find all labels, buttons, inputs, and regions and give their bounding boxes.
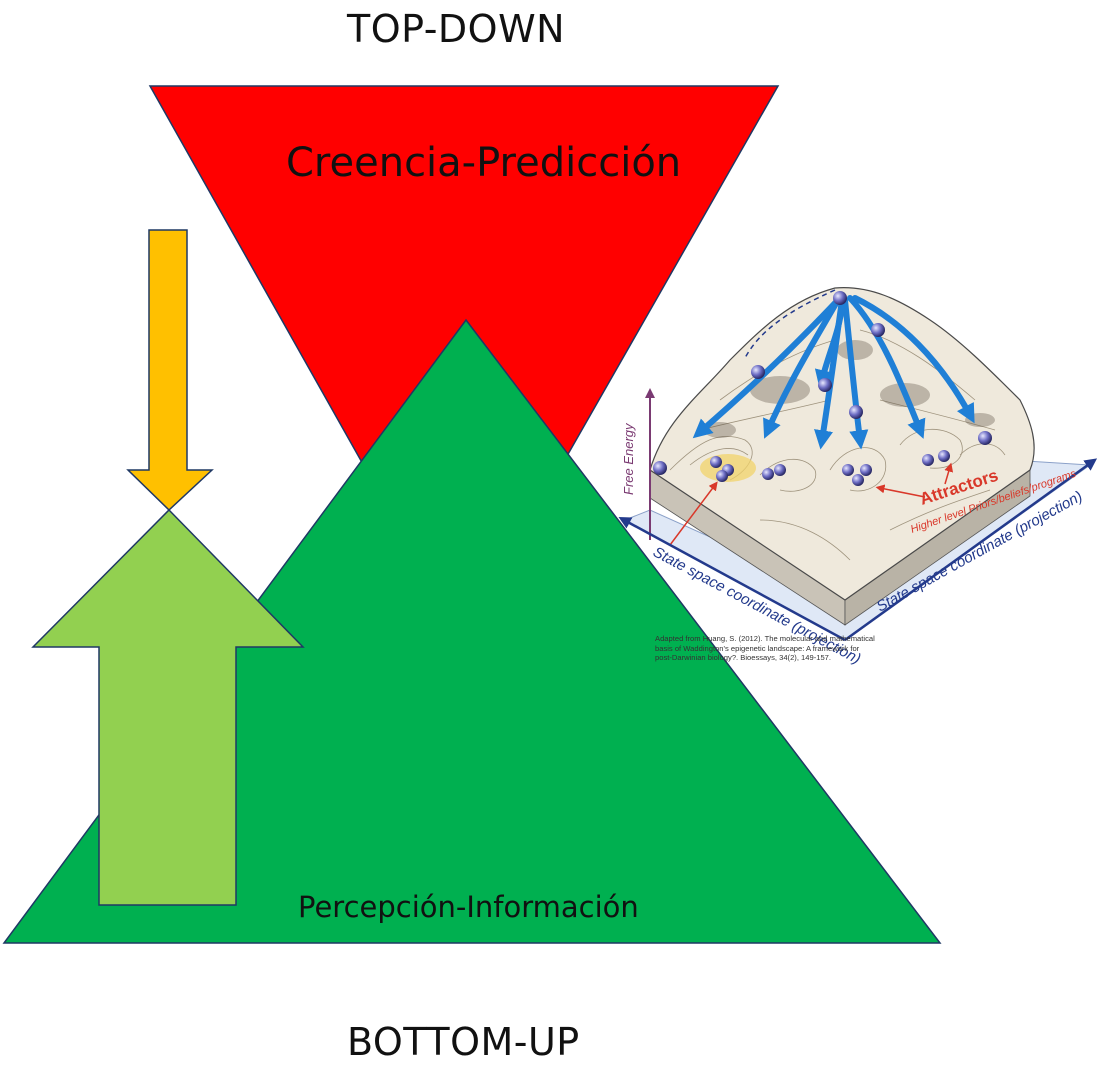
flow-arrows [692,295,975,450]
top-down-label: TOP-DOWN [347,7,566,51]
ball [860,464,872,476]
belief-prediction-label: Creencia-Predicción [286,140,682,186]
ball [710,456,722,468]
top-down-arrow [126,229,214,512]
ball [842,464,854,476]
credit-line: post-Darwinian biology?. Bioessays, 34(2… [655,653,832,663]
state-balls [653,291,992,486]
ball [762,468,774,480]
ball [774,464,786,476]
perception-information-label: Percepción-Información [298,890,639,924]
ball [938,450,950,462]
credit-line: basis of Waddington's epigenetic landsca… [655,643,860,653]
ball [978,431,992,445]
credit-line: Adapted from Huang, S. (2012). The molec… [655,634,875,643]
bottom-up-label: BOTTOM-UP [347,1020,580,1064]
ball [922,454,934,466]
dashed-trajectory [744,289,836,359]
ball [716,470,728,482]
ball [871,323,885,337]
bottom-up-arrow [31,508,305,906]
ball [653,461,667,475]
ball [833,291,847,305]
ball [818,378,832,392]
free-energy-label: Free Energy [621,422,636,495]
ball [852,474,864,486]
figure-credit: Adapted from Huang, S. (2012). The molec… [655,634,1101,663]
right-state-axis [844,458,1098,642]
ball [849,405,863,419]
ball [751,365,765,379]
left-state-axis [618,517,846,642]
attractor-pointer-arrows [669,462,954,546]
